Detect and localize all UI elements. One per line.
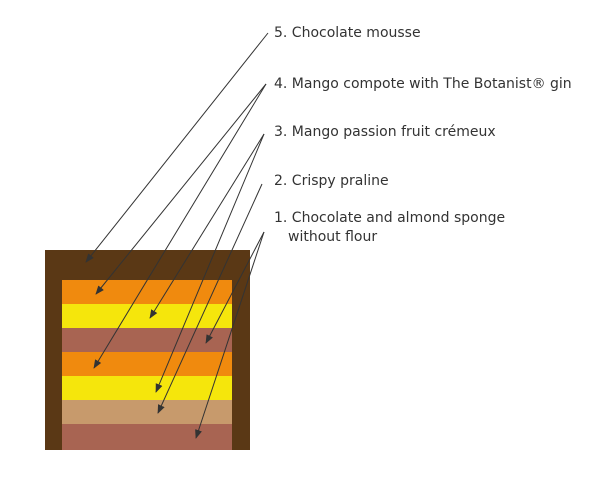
layer-chocolate-sponge-bottom [62, 424, 232, 450]
arrow-mango-compote-2 [93, 83, 267, 369]
label-chocolate-sponge-line1: 1. Chocolate and almond sponge [274, 210, 505, 226]
layer-mango-passion-cremeux-bottom [62, 376, 232, 400]
label-crispy-praline: 2. Crispy praline [274, 173, 389, 189]
layer-chocolate-sponge-top [62, 328, 232, 352]
arrow-chocolate-mousse [85, 32, 269, 263]
arrow-crispy-praline [157, 183, 263, 414]
arrow-chocolate-sponge-2 [195, 231, 265, 439]
arrow-chocolate-sponge-1 [205, 231, 265, 344]
layer-mango-compote-bottom [62, 352, 232, 376]
layer-crispy-praline [62, 400, 232, 424]
arrow-mango-passion-cremeux-1 [149, 133, 265, 319]
layer-mango-passion-cremeux-top [62, 304, 232, 328]
arrow-mango-passion-cremeux-2 [155, 133, 265, 393]
label-chocolate-sponge-line2: without flour [288, 229, 377, 245]
label-mango-compote: 4. Mango compote with The Botanist® gin [274, 76, 572, 92]
layer-mango-compote-top [62, 280, 232, 304]
label-chocolate-mousse: 5. Chocolate mousse [274, 25, 421, 41]
arrow-mango-compote-1 [95, 83, 267, 295]
label-mango-passion-cremeux: 3. Mango passion fruit crémeux [274, 124, 496, 140]
